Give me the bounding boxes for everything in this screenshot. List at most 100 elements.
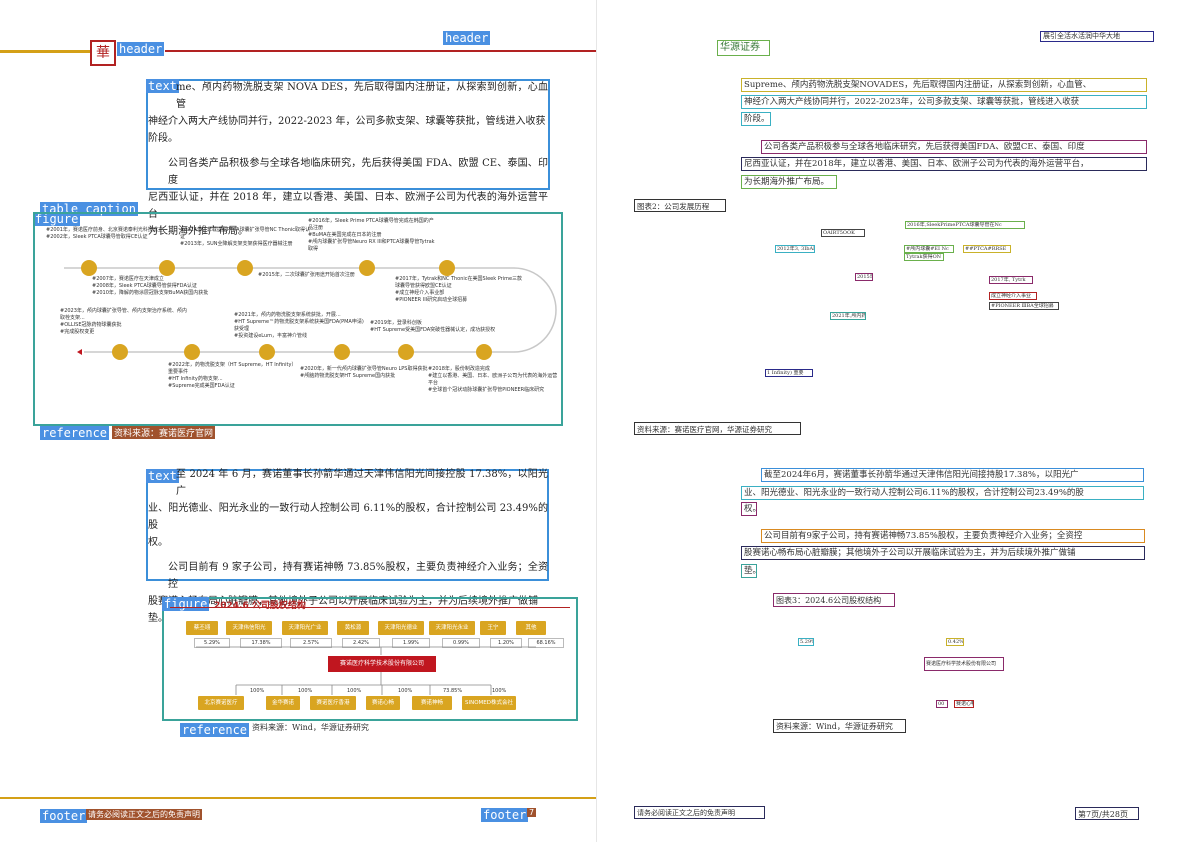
shareholder-pct: 2.42% (342, 638, 380, 648)
r-mini-label: 2015年 (855, 273, 873, 281)
timeline-node (81, 260, 97, 276)
subsidiary-pct: 100% (347, 688, 362, 694)
subsidiary-box: 赛诺心畅 (366, 696, 400, 710)
brand-label: 华源证券 (717, 40, 770, 56)
r-p2-line: 为长期海外推广布局。 (741, 175, 837, 189)
equity-figure (162, 597, 578, 721)
timeline-node (112, 344, 128, 360)
r-p2-line: 公司各类产品积极参与全球各地临床研究，先后获得美国FDA、欧盟CE、泰国、印度 (761, 140, 1147, 154)
timeline-track (64, 267, 557, 353)
text-tag-2: text (146, 469, 179, 483)
para2-line: 尼西亚认证，并在 2018 年，建立以香港、美国、日本、欧洲子公司为代表的海外运… (148, 192, 548, 220)
r-mini2-label: 00 (936, 700, 948, 708)
r-p1-line: Supreme、颅内药物洗脱支架NOVADES，先后取得国内注册证，从探索到创新… (741, 78, 1147, 92)
r-mini2-label: 5.29% (798, 638, 814, 646)
shareholder-pct: 0.99% (442, 638, 480, 648)
timeline-node (237, 260, 253, 276)
r-p3-line: 截至2024年6月，赛诺董事长孙箭华通过天津伟信阳光间接持股17.38%，以阳光… (761, 468, 1144, 482)
r-mini2-label: 赛诺医疗科学技术股份有限公司 (924, 657, 1004, 671)
reference-text: 资料来源：赛诺医疗官网 (112, 426, 216, 439)
para3-line: 权。 (148, 537, 168, 548)
subsidiary-pct: 100% (492, 688, 507, 694)
timeline-note: #2022年，药物洗脱支架（HT Supreme，HT Infinity）重要事… (168, 362, 297, 389)
r-mini-label: 1 Infinity) 重要 (765, 369, 813, 377)
subsidiary-pct: 73.85% (443, 688, 463, 694)
shareholder-box: 天津伟信阳光 (226, 621, 272, 635)
footer-disclaimer: 请务必阅读正文之后的免责声明 (86, 809, 202, 820)
timeline-node (259, 344, 275, 360)
text-block-1 (146, 79, 550, 190)
timeline-node (398, 344, 414, 360)
r-mini-label: ##PTCA#RRSE (963, 245, 1011, 253)
timeline-note: #2014年，非载拉型PTCA球囊扩张导管NC Thonic取得认证 #2013… (180, 227, 311, 247)
timeline-node (476, 344, 492, 360)
subsidiary-pct: 100% (398, 688, 413, 694)
timeline-note: #2020年，新一代颅内球囊扩张导管Neuro LPS取得获批 #颅脑药物洗脱支… (300, 366, 428, 379)
footer-rule (0, 797, 596, 799)
para3-line: 至 2024 年 6 月，赛诺董事长孙箭华通过天津伟信阳光间接控股 17.38%… (176, 469, 548, 497)
r-p4-line: 公司目前有9家子公司，持有赛诺神畅73.85%股权，主要负责神经介入业务；全资控 (761, 529, 1145, 543)
header-tag: header (117, 42, 165, 56)
footer-tag-2: footer (481, 808, 529, 822)
r-footer-page: 第7页/共28页 (1075, 807, 1139, 820)
shareholder-pct: 2.57% (290, 638, 332, 648)
r-p3-line: 权。 (741, 502, 757, 516)
shareholder-box: 天津阳光永业 (429, 621, 475, 635)
subsidiary-box: 赛诺神畅 (412, 696, 452, 710)
shareholder-pct: 1.20% (490, 638, 522, 648)
reference-tag: reference (40, 426, 110, 440)
timeline-figure (33, 212, 563, 426)
r-p3-line: 业、阳光德业、阳光永业的一致行动人控制公司6.11%的股权，合计控制公司23.4… (741, 486, 1144, 500)
r-caption-1: 图表2：公司发展历程 (634, 199, 726, 212)
r-mini-label: 2012年3, 3IbAI (775, 245, 815, 253)
text-block-1-content: me、颅内药物洗脱支架 NOVA DES，先后取得国内注册证，从探索到创新，心血… (148, 79, 548, 240)
timeline-node (159, 260, 175, 276)
page-divider (596, 0, 597, 842)
text-block-2-content: 至 2024 年 6 月，赛诺董事长孙箭华通过天津伟信阳光间接控股 17.38%… (148, 466, 548, 627)
company-logo: 華 (90, 40, 116, 66)
r-mini-label: 2016年,SleekPrimePTCA球囊导管在Nc (905, 221, 1025, 229)
shareholder-pct: 1.99% (392, 638, 430, 648)
equity-title: 2024.6 公司股权结构 (214, 601, 306, 611)
para4-line: 垫。 (148, 613, 168, 624)
text-tag: text (146, 79, 179, 93)
r-mini-label: 成立神经介入事业 (989, 292, 1037, 300)
text-block-2 (146, 469, 549, 581)
subsidiary-pct: 100% (298, 688, 313, 694)
timeline-node (184, 344, 200, 360)
para2-line: 公司各类产品积极参与全球各地临床研究，先后获得美国 FDA、欧盟 CE、泰国、印… (168, 158, 548, 186)
r-mini-label: 2017年, Tytrk (989, 276, 1033, 284)
reference-text-2: 资料来源：Wind，华源证券研究 (252, 723, 369, 732)
timeline-node (334, 344, 350, 360)
timeline-node (439, 260, 455, 276)
equity-connectors (196, 646, 536, 695)
timeline-note: #2007年，赛诺医疗在天津成立 #2008年，Sleek PTCA球囊导管获得… (92, 276, 209, 296)
footer-page: 7 (527, 808, 537, 817)
timeline-note: #2018年，股份制改造完成 #建立以香港、美国、日本、欧洲子公司为代表的海外运… (428, 366, 558, 393)
r-mini-label: Tytrak获得ON (904, 253, 944, 261)
r-mini-label: 2021年,颅内药 (830, 312, 866, 320)
shareholder-pct: 5.29% (194, 638, 230, 648)
para4-line: 股赛诺心畅布局心脏瓣膜；其他境外子公司以开展临床试验为主，并为后续境外推广做铺 (148, 596, 538, 607)
shareholder-box: 天津阳光广业 (282, 621, 328, 635)
footer-tag: footer (40, 809, 88, 823)
shareholder-box: 王宁 (480, 621, 506, 635)
r-p4-line: 股赛诺心畅布局心脏瓣膜；其他境外子公司以开展临床试验为主，并为后续境外推广做铺 (741, 546, 1145, 560)
r-caption-2: 图表3：2024.6公司股权结构 (773, 593, 895, 607)
para1-line: me、颅内药物洗脱支架 NOVA DES，先后取得国内注册证，从探索到创新，心血… (176, 82, 548, 110)
r-mini-label: OAIRT5OOK (821, 229, 865, 237)
subsidiary-box: SINOMED株式会社 (462, 696, 516, 710)
timeline-note: #2016年，Sleek Prime PTCA球囊导管完成在韩国的产品注册 #B… (308, 218, 435, 252)
r-p4-line: 垫。 (741, 564, 757, 578)
top-right-slogan: 展引全活水活润中华大地 (1040, 31, 1154, 42)
para1-line: 阶段。 (148, 133, 178, 144)
timeline-arrow (77, 349, 82, 355)
r-mini-label: #PIONEER ⅢBA全球招募 (989, 302, 1059, 310)
timeline-node (359, 260, 375, 276)
timeline-note: #2015年，二次球囊扩张用途开始首次注册 (258, 272, 355, 278)
company-box: 赛诺医疗科学技术股份有限公司 (328, 656, 436, 672)
shareholder-box: 黄松源 (337, 621, 369, 635)
header-tag-2: header (443, 31, 491, 45)
shareholder-box: 天津阳光德业 (378, 621, 424, 635)
r-mini2-label: 赛诺心畅 (954, 700, 974, 708)
